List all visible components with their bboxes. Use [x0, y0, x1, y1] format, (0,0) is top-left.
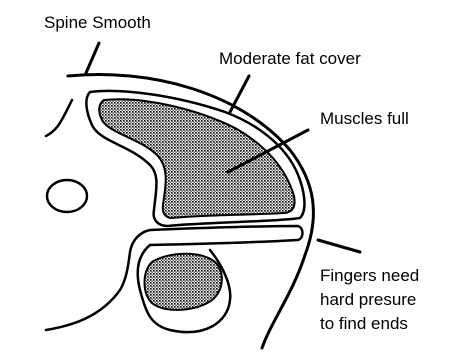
leader-fat [230, 76, 249, 112]
lower-muscle [145, 254, 222, 310]
transverse-process-outline [150, 226, 303, 245]
label-fingers-line-3: to find ends [320, 314, 408, 333]
label-fingers-line-2: hard presure [320, 290, 416, 309]
label-fingers-line-1: Fingers need [320, 266, 419, 285]
spinal-cord [47, 180, 87, 212]
leader-spine [86, 43, 99, 73]
leader-fingers [318, 240, 360, 252]
label-fat-cover: Moderate fat cover [219, 49, 361, 68]
lower-left-contour [46, 230, 150, 330]
label-muscles-full: Muscles full [320, 109, 409, 128]
upper-muscle [99, 99, 294, 218]
label-spine-smooth: Spine Smooth [44, 13, 151, 32]
spine-left-outline [46, 100, 72, 136]
